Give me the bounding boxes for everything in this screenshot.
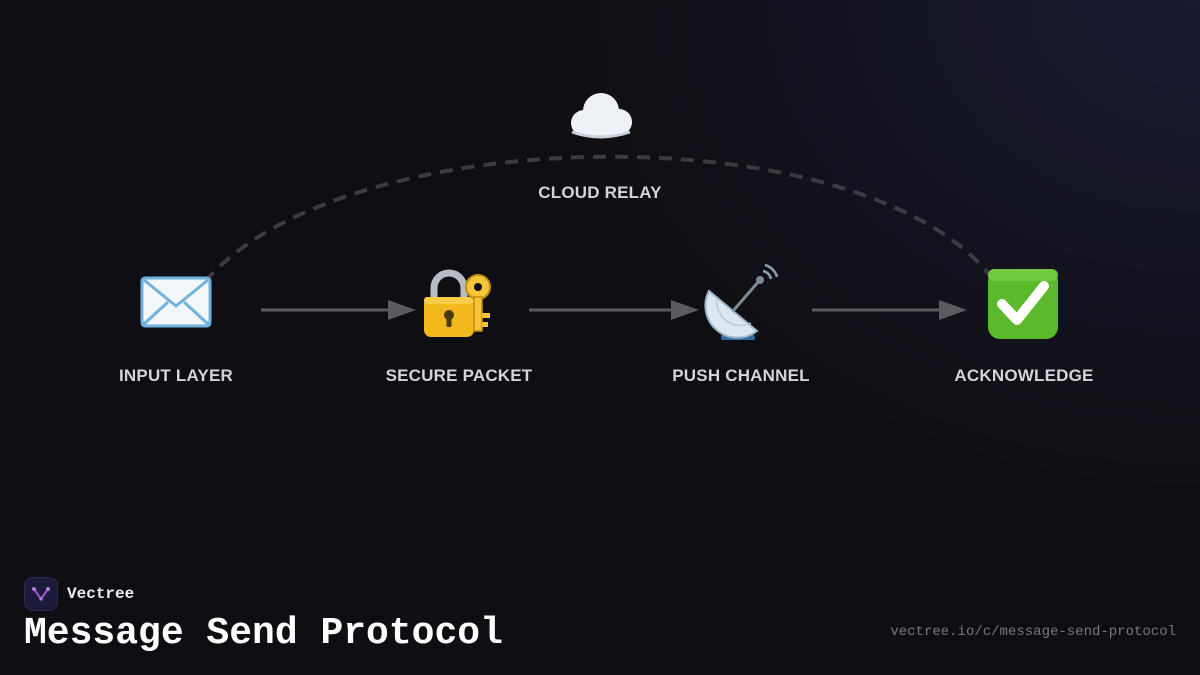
secure-packet-label: SECURE PACKET <box>385 366 533 385</box>
brand-name: Vectree <box>67 585 135 603</box>
satellite-antenna-icon <box>701 263 781 343</box>
envelope-icon <box>136 262 216 342</box>
cloud-relay-label: CLOUD RELAY <box>538 183 662 202</box>
edge-input-to-ack-via-relay <box>203 154 997 284</box>
brand: Vectree <box>24 577 134 611</box>
input-layer-label: INPUT LAYER <box>119 366 233 385</box>
edge-push-to-ack <box>812 300 967 320</box>
push-channel-label: PUSH CHANNEL <box>672 366 810 385</box>
page-title: Message Send Protocol <box>24 612 503 655</box>
acknowledge-label: ACKNOWLEDGE <box>954 366 1094 385</box>
vectree-logo-icon <box>24 577 58 611</box>
locked-with-key-icon <box>418 263 498 343</box>
edge-secure-to-push <box>529 300 699 320</box>
check-mark-button-icon <box>984 264 1064 344</box>
page-url: vectree.io/c/message-send-protocol <box>890 624 1176 640</box>
cloud-icon <box>560 78 640 158</box>
edge-input-to-secure <box>261 300 416 320</box>
